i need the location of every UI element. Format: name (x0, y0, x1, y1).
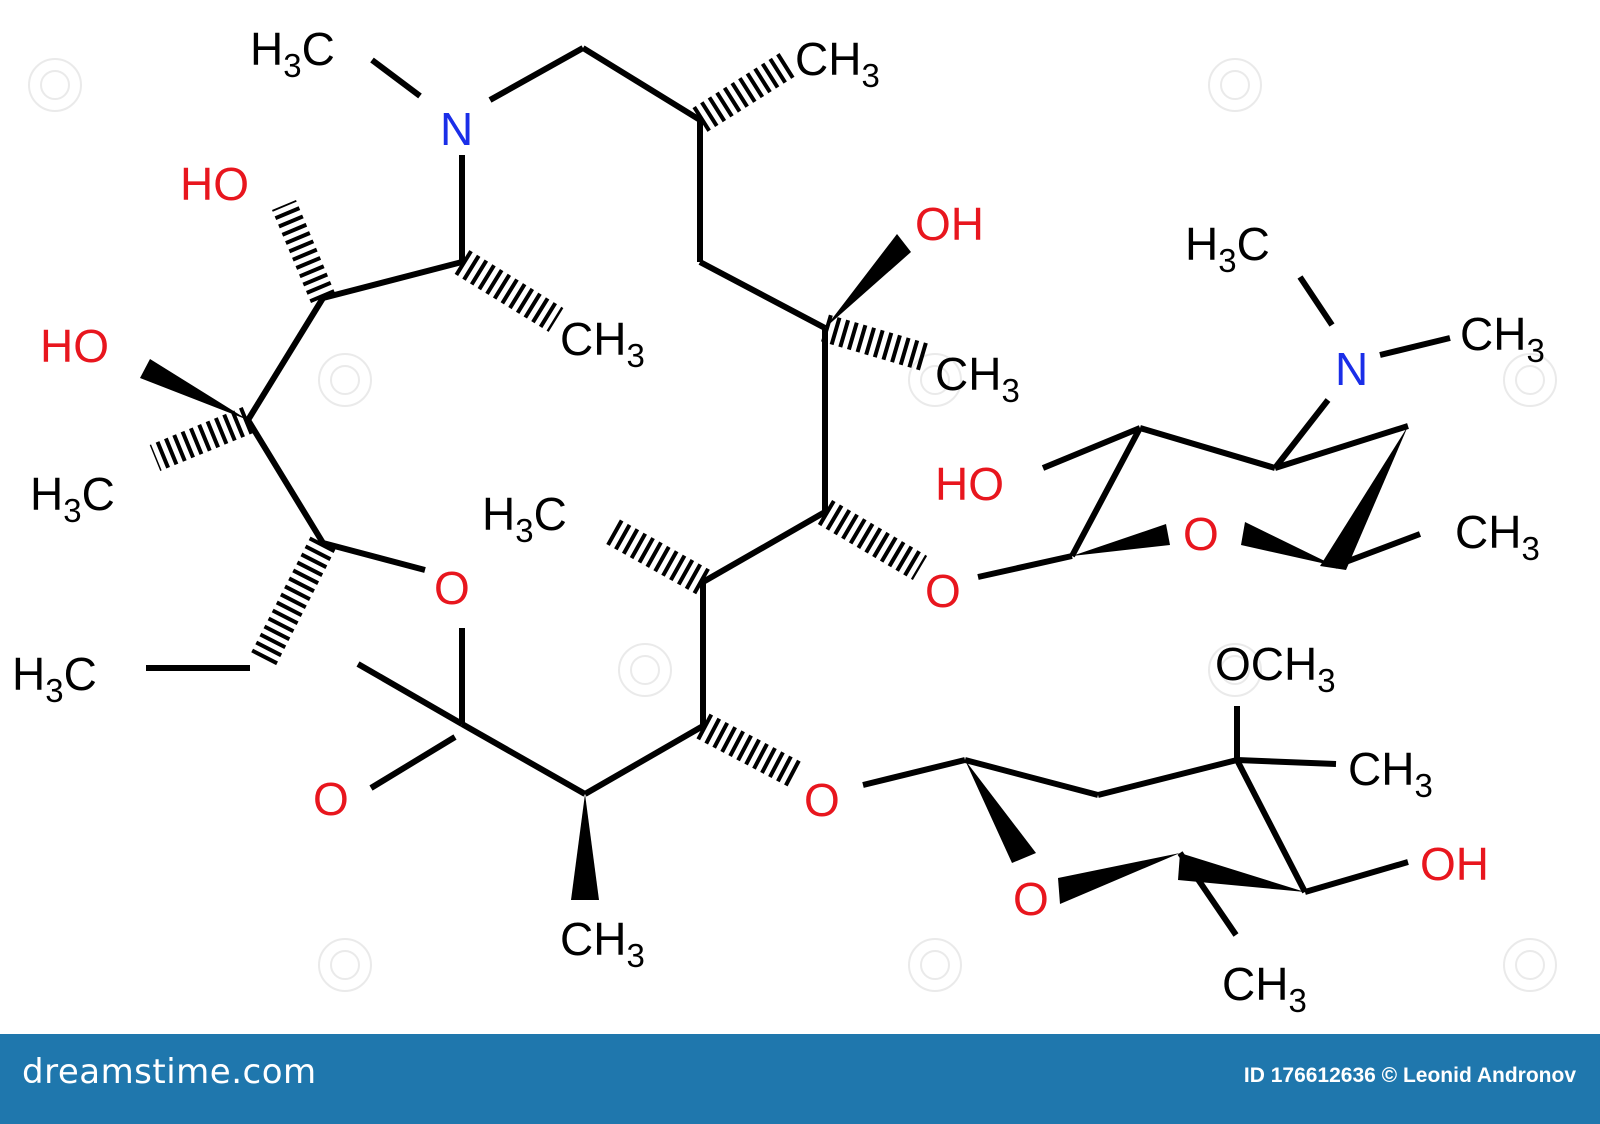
hashed-bond (454, 250, 564, 332)
azithromycin-structure: H3C N CH3 HO CH3 HO H3C O H3C O CH3 O H3… (12, 23, 1557, 1019)
bond (460, 721, 587, 797)
bond (977, 553, 1073, 580)
hashed-bond (149, 407, 254, 471)
bond (1297, 275, 1335, 327)
wedge-bond (1058, 853, 1180, 904)
watermark (28, 58, 1557, 992)
atom-label-ch3: CH3 (560, 313, 645, 374)
atom-label-o: O (804, 774, 840, 826)
atom-label-ch3: CH3 (1222, 958, 1307, 1019)
hashed-bonds (149, 51, 928, 788)
atom-label-ch3: CH3 (1455, 506, 1540, 567)
bond (356, 661, 464, 727)
wedge-bond (1320, 426, 1408, 570)
bond (1274, 423, 1409, 471)
wedge-bond (1072, 524, 1170, 556)
atom-label-h3c: H3C (1185, 218, 1270, 279)
hashed-bond (696, 713, 803, 788)
bond (1097, 757, 1238, 798)
atom-label-h3c: H3C (250, 23, 335, 84)
atom-label-o: O (1183, 508, 1219, 560)
wedge-bond (825, 234, 911, 328)
atom-label-h3c: H3C (12, 648, 97, 709)
bond (245, 418, 326, 545)
hashed-bond (249, 536, 336, 669)
hashed-bond (817, 499, 928, 581)
bond (583, 723, 705, 797)
image-credit: ID 176612636 © Leonid Andronov (1243, 1064, 1576, 1087)
bond (369, 734, 457, 791)
hashed-bond (603, 517, 710, 595)
hashed-bond (692, 51, 798, 132)
bond (1304, 859, 1409, 895)
bond (1139, 425, 1276, 471)
bond (1236, 757, 1337, 767)
atom-label-ch3: CH3 (935, 348, 1020, 409)
atom-labels: H3C N CH3 HO CH3 HO H3C O H3C O CH3 O H3… (12, 23, 1545, 1019)
footer-bar: dreamstime.com ID 176612636 © Leonid And… (0, 1034, 1600, 1124)
atom-label-o: O (434, 562, 470, 614)
atom-label-oh: OH (1420, 838, 1489, 890)
atom-label-o: O (313, 773, 349, 825)
bond (1234, 758, 1308, 894)
hashed-bond (272, 199, 335, 304)
atom-label-ch3: CH3 (795, 33, 880, 94)
atom-label-ch3: CH3 (560, 913, 645, 974)
atom-label-ho: HO (40, 320, 109, 372)
atom-label-och3: OCH3 (1215, 638, 1336, 699)
wedge-bond (140, 359, 248, 420)
bond (964, 757, 1099, 798)
bond (1041, 425, 1142, 471)
bond (322, 259, 463, 301)
wedge-bond (965, 760, 1036, 863)
atom-label-n: N (1335, 343, 1368, 395)
bond (245, 296, 326, 422)
atom-label-ch3: CH3 (1460, 308, 1545, 369)
bond (1379, 335, 1451, 358)
atom-label-h3c: H3C (482, 488, 567, 549)
bond (370, 57, 422, 99)
bond (581, 45, 702, 123)
bond (322, 540, 426, 573)
bond (698, 259, 827, 331)
bond (488, 45, 585, 103)
atom-label-ho: HO (935, 458, 1004, 510)
hashed-bond (821, 314, 928, 371)
bond (701, 509, 827, 585)
wedge-bond (1241, 522, 1335, 566)
atom-label-o: O (925, 565, 961, 617)
bond (1272, 398, 1331, 470)
bonds (146, 45, 1451, 937)
site-logo[interactable]: dreamstime.com (22, 1052, 317, 1092)
bond (862, 757, 966, 788)
atom-label-h3c: H3C (30, 468, 115, 529)
atom-label-ch3: CH3 (1348, 743, 1433, 804)
wedge-bond (571, 794, 599, 900)
atom-label-o: O (1013, 873, 1049, 925)
bond (1069, 426, 1143, 558)
atom-label-oh: OH (915, 198, 984, 250)
wedge-bond (1178, 853, 1305, 892)
wedge-bonds (140, 234, 1408, 904)
atom-label-n: N (440, 103, 473, 155)
atom-label-ho: HO (180, 158, 249, 210)
